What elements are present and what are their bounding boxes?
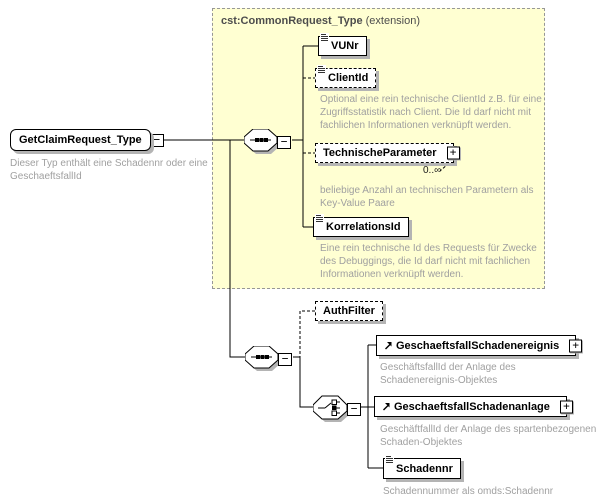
sequence-compositor-icon[interactable] [244,129,281,155]
element-box-authfilter[interactable]: AuthFilter [315,301,383,321]
element-label: Schadennr [396,462,453,475]
choice-compositor-icon[interactable] [313,395,351,423]
schadennr-annotation: Schadennummer als omds:Schadennr [383,486,554,497]
element-box-vunr[interactable]: VUNr [318,33,367,56]
element-box-clientid[interactable]: ClientId [315,65,377,88]
element-box-korrelationsid[interactable]: KorrelationsId [313,214,409,237]
technische-parameter-annotation: beliebige Anzahl an technischen Paramete… [320,185,534,209]
element-label: TechnischeParameter [323,147,437,159]
root-annotation: Dieser Typ enthält eine Schadennr oder e… [10,158,208,182]
element-content-icon [317,65,326,74]
schadenereignis-annotation: GeschäftsfallId der Anlage des Schadener… [380,362,516,386]
schadenereignis-expand-button[interactable]: + [569,339,583,352]
extension-header: cst:CommonRequest_Type(extension) [221,15,420,27]
element-label: GeschaeftsfallSchadenanlage [394,400,550,413]
sequence-collapse-button[interactable]: − [278,352,292,366]
sequence-collapse-button[interactable]: − [277,135,291,149]
element-box-geschaeftsfall-schadenereignis[interactable]: GeschaeftsfallSchadenereignis + [376,335,583,356]
technische-parameter-expand-button[interactable]: + [446,146,460,160]
korrelationsid-annotation: Eine rein technische Id des Requests für… [320,243,537,280]
element-content-icon [315,214,324,223]
element-reference-icon [385,342,392,350]
element-box-geschaeftsfall-schadenanlage[interactable]: GeschaeftsfallSchadenanlage + [374,396,573,417]
element-content-icon [320,33,329,42]
occurrence-label: 0..∞ [423,165,442,176]
element-label: KorrelationsId [326,221,401,233]
element-label: GeschaeftsfallSchadenereignis [396,339,560,352]
root-element-box[interactable]: GetClaimRequest_Type [10,129,151,151]
element-reference-icon [383,403,390,411]
element-label: AuthFilter [323,305,375,317]
choice-collapse-button[interactable]: − [347,402,361,416]
extension-type-name: cst:CommonRequest_Type [221,15,363,27]
root-element-label: GetClaimRequest_Type [19,134,142,146]
schadenanlage-annotation: GeschäftfallId der Anlage des spartenbez… [380,424,597,448]
extension-suffix: (extension) [365,15,421,27]
clientid-annotation: Optional eine rein technische ClientId z… [320,94,542,131]
element-box-technische-parameter[interactable]: TechnischeParameter + [315,143,460,163]
sequence-compositor-icon[interactable] [245,346,282,372]
schadenanlage-expand-button[interactable]: + [559,400,573,413]
element-content-icon [385,455,394,464]
root-collapse-button[interactable]: − [149,133,164,147]
element-label: VUNr [331,40,359,52]
element-label: ClientId [328,72,369,84]
element-box-schadennr[interactable]: Schadennr [383,455,461,479]
